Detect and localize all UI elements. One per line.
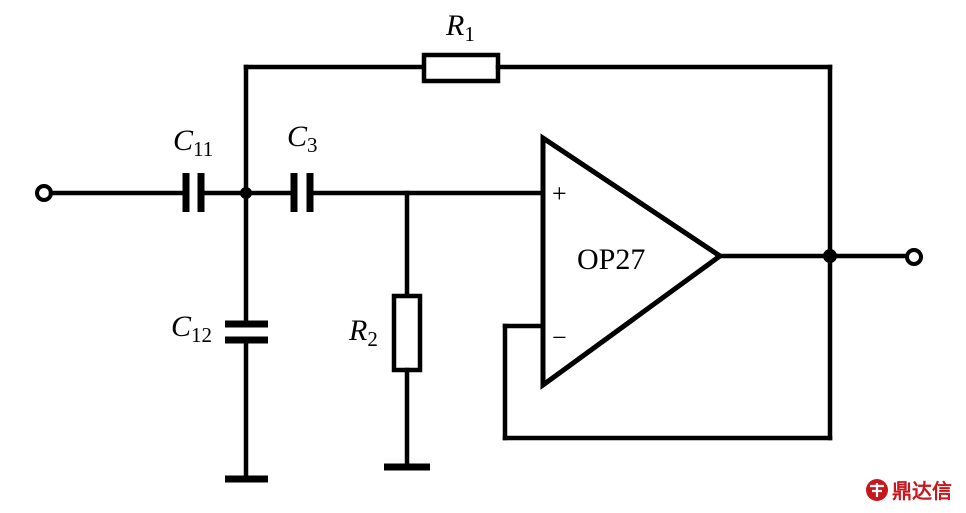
- resistor-r1: [421, 52, 501, 84]
- resistor-r2: [391, 293, 423, 373]
- capacitor-c3: [290, 173, 314, 212]
- capacitor-c11: [182, 173, 205, 212]
- watermark-text: 鼎达信: [892, 479, 952, 503]
- label-c3: C3: [287, 120, 318, 157]
- opamp-plus-sign: +: [552, 179, 567, 208]
- label-c11: C11: [173, 124, 213, 161]
- watermark-icon: [866, 479, 888, 501]
- opamp-minus-sign: −: [552, 323, 567, 352]
- label-c12: C12: [171, 310, 212, 347]
- label-r1: R1: [445, 9, 475, 46]
- watermark-logo: 鼎达信: [866, 479, 952, 503]
- label-r2: R2: [348, 314, 378, 351]
- junction-dot-input: [240, 187, 252, 199]
- junction-dot-output: [823, 249, 837, 263]
- opamp-triangle: [540, 133, 725, 390]
- capacitor-c12: [225, 320, 268, 344]
- opamp-label: OP27: [577, 243, 645, 276]
- output-terminal: [905, 248, 923, 266]
